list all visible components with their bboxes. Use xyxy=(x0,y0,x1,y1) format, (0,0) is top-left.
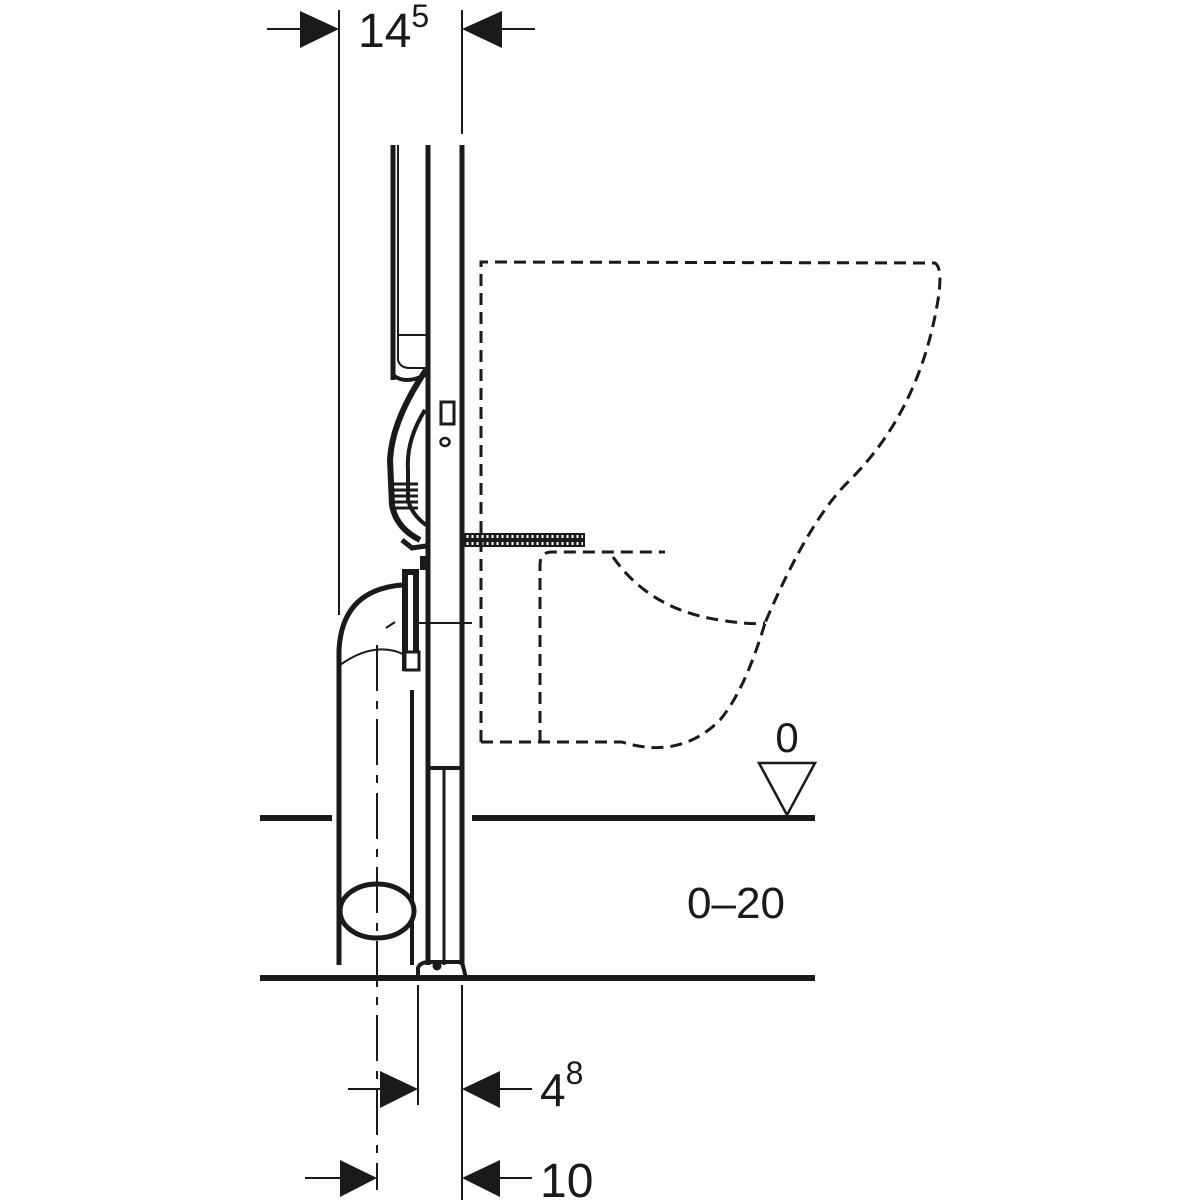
drain-connector xyxy=(402,556,472,672)
installation-frame xyxy=(390,145,468,979)
threaded-stud xyxy=(463,533,585,547)
floor-level-label: 0 xyxy=(775,714,798,761)
bottom-dimensions xyxy=(305,985,532,1200)
level-marker-icon xyxy=(756,761,818,818)
flush-pipe xyxy=(386,368,429,551)
frame-offset-label: 48 xyxy=(540,1055,583,1116)
top-width-label: 145 xyxy=(358,0,429,58)
drain-pipe xyxy=(336,582,417,1190)
top-dimension xyxy=(267,10,535,615)
wc-bowl-outline xyxy=(479,260,942,750)
floor-build-up-label: 0–20 xyxy=(687,879,785,928)
floor-lines xyxy=(260,815,815,981)
pipe-offset-label: 10 xyxy=(540,1155,593,1200)
